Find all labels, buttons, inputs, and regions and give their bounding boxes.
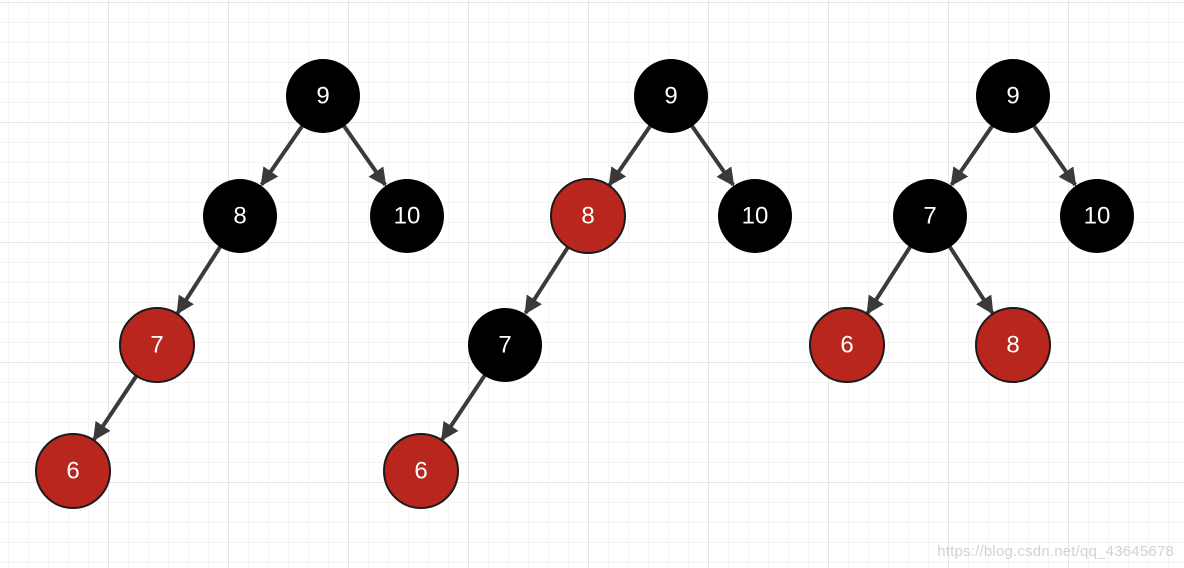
edges-layer	[92, 123, 1077, 441]
tree-3-node-7-label: 7	[923, 203, 936, 230]
tree-1-edge-n8-n7	[175, 244, 223, 315]
tree-3-edge-n9-n7	[949, 123, 995, 187]
tree-2-node-7-label: 7	[498, 332, 511, 359]
tree-3-node-8-label: 8	[1006, 332, 1019, 359]
tree-2-node-9-circle	[634, 59, 708, 133]
tree-2-edge-n9-n10	[689, 123, 735, 187]
tree-1-node-7-circle	[119, 307, 195, 383]
tree-2-node-6-label: 6	[414, 458, 427, 485]
tree-1-edge-n9-n8	[259, 123, 305, 187]
tree-1-node-8-label: 8	[233, 203, 246, 230]
tree-2-node-6: 6	[383, 433, 459, 509]
watermark-text: https://blog.csdn.net/qq_43645678	[937, 543, 1174, 560]
tree-3-node-7-circle	[893, 179, 967, 253]
tree-2-node-10-label: 10	[742, 203, 769, 230]
tree-2-node-8: 8	[550, 178, 626, 254]
tree-1-node-10-label: 10	[394, 203, 421, 230]
tree-1-node-6-circle	[35, 433, 111, 509]
tree-1-node-8-circle	[203, 179, 277, 253]
tree-3-edge-n7-n8	[947, 244, 995, 315]
tree-1-node-8: 8	[203, 179, 277, 253]
tree-2-node-7: 7	[468, 308, 542, 382]
tree-2-node-9-label: 9	[664, 83, 677, 110]
tree-1-edge-n7-n6	[92, 373, 140, 441]
tree-1-node-6: 6	[35, 433, 111, 509]
tree-1-node-10-circle	[370, 179, 444, 253]
tree-3-node-8: 8	[975, 307, 1051, 383]
tree-2-edge-n9-n8	[607, 123, 653, 187]
tree-3-node-10: 10	[1060, 179, 1134, 253]
tree-3-node-10-label: 10	[1084, 203, 1111, 230]
tree-3-node-9-label: 9	[1006, 83, 1019, 110]
tree-2-node-7-circle	[468, 308, 542, 382]
tree-1-node-9: 9	[286, 59, 360, 133]
tree-2-node-8-circle	[550, 178, 626, 254]
nodes-layer: 9 8 10 7 6 9 8 10 7 6 9 7 10 6 8	[35, 59, 1134, 509]
tree-3-edge-n7-n6	[865, 244, 913, 315]
tree-3-node-8-circle	[975, 307, 1051, 383]
tree-2-node-9: 9	[634, 59, 708, 133]
tree-3-node-7: 7	[893, 179, 967, 253]
tree-2-edge-n7-n6	[440, 373, 488, 441]
tree-3-node-10-circle	[1060, 179, 1134, 253]
tree-2-node-6-circle	[383, 433, 459, 509]
tree-1-node-10: 10	[370, 179, 444, 253]
tree-1-node-9-circle	[286, 59, 360, 133]
tree-1-node-7-label: 7	[150, 332, 163, 359]
tree-2-node-10-circle	[718, 179, 792, 253]
tree-3-node-6: 6	[809, 307, 885, 383]
tree-1-node-9-label: 9	[316, 83, 329, 110]
tree-3-edge-n9-n10	[1031, 123, 1077, 187]
tree-3-node-6-label: 6	[840, 332, 853, 359]
tree-1-edge-n9-n10	[341, 123, 387, 187]
tree-1-node-7: 7	[119, 307, 195, 383]
tree-3-node-9: 9	[976, 59, 1050, 133]
tree-2-node-10: 10	[718, 179, 792, 253]
tree-1-node-6-label: 6	[66, 458, 79, 485]
tree-3-node-6-circle	[809, 307, 885, 383]
tree-2-node-8-label: 8	[581, 203, 594, 230]
tree-3-node-9-circle	[976, 59, 1050, 133]
tree-2-edge-n8-n7	[523, 244, 571, 315]
